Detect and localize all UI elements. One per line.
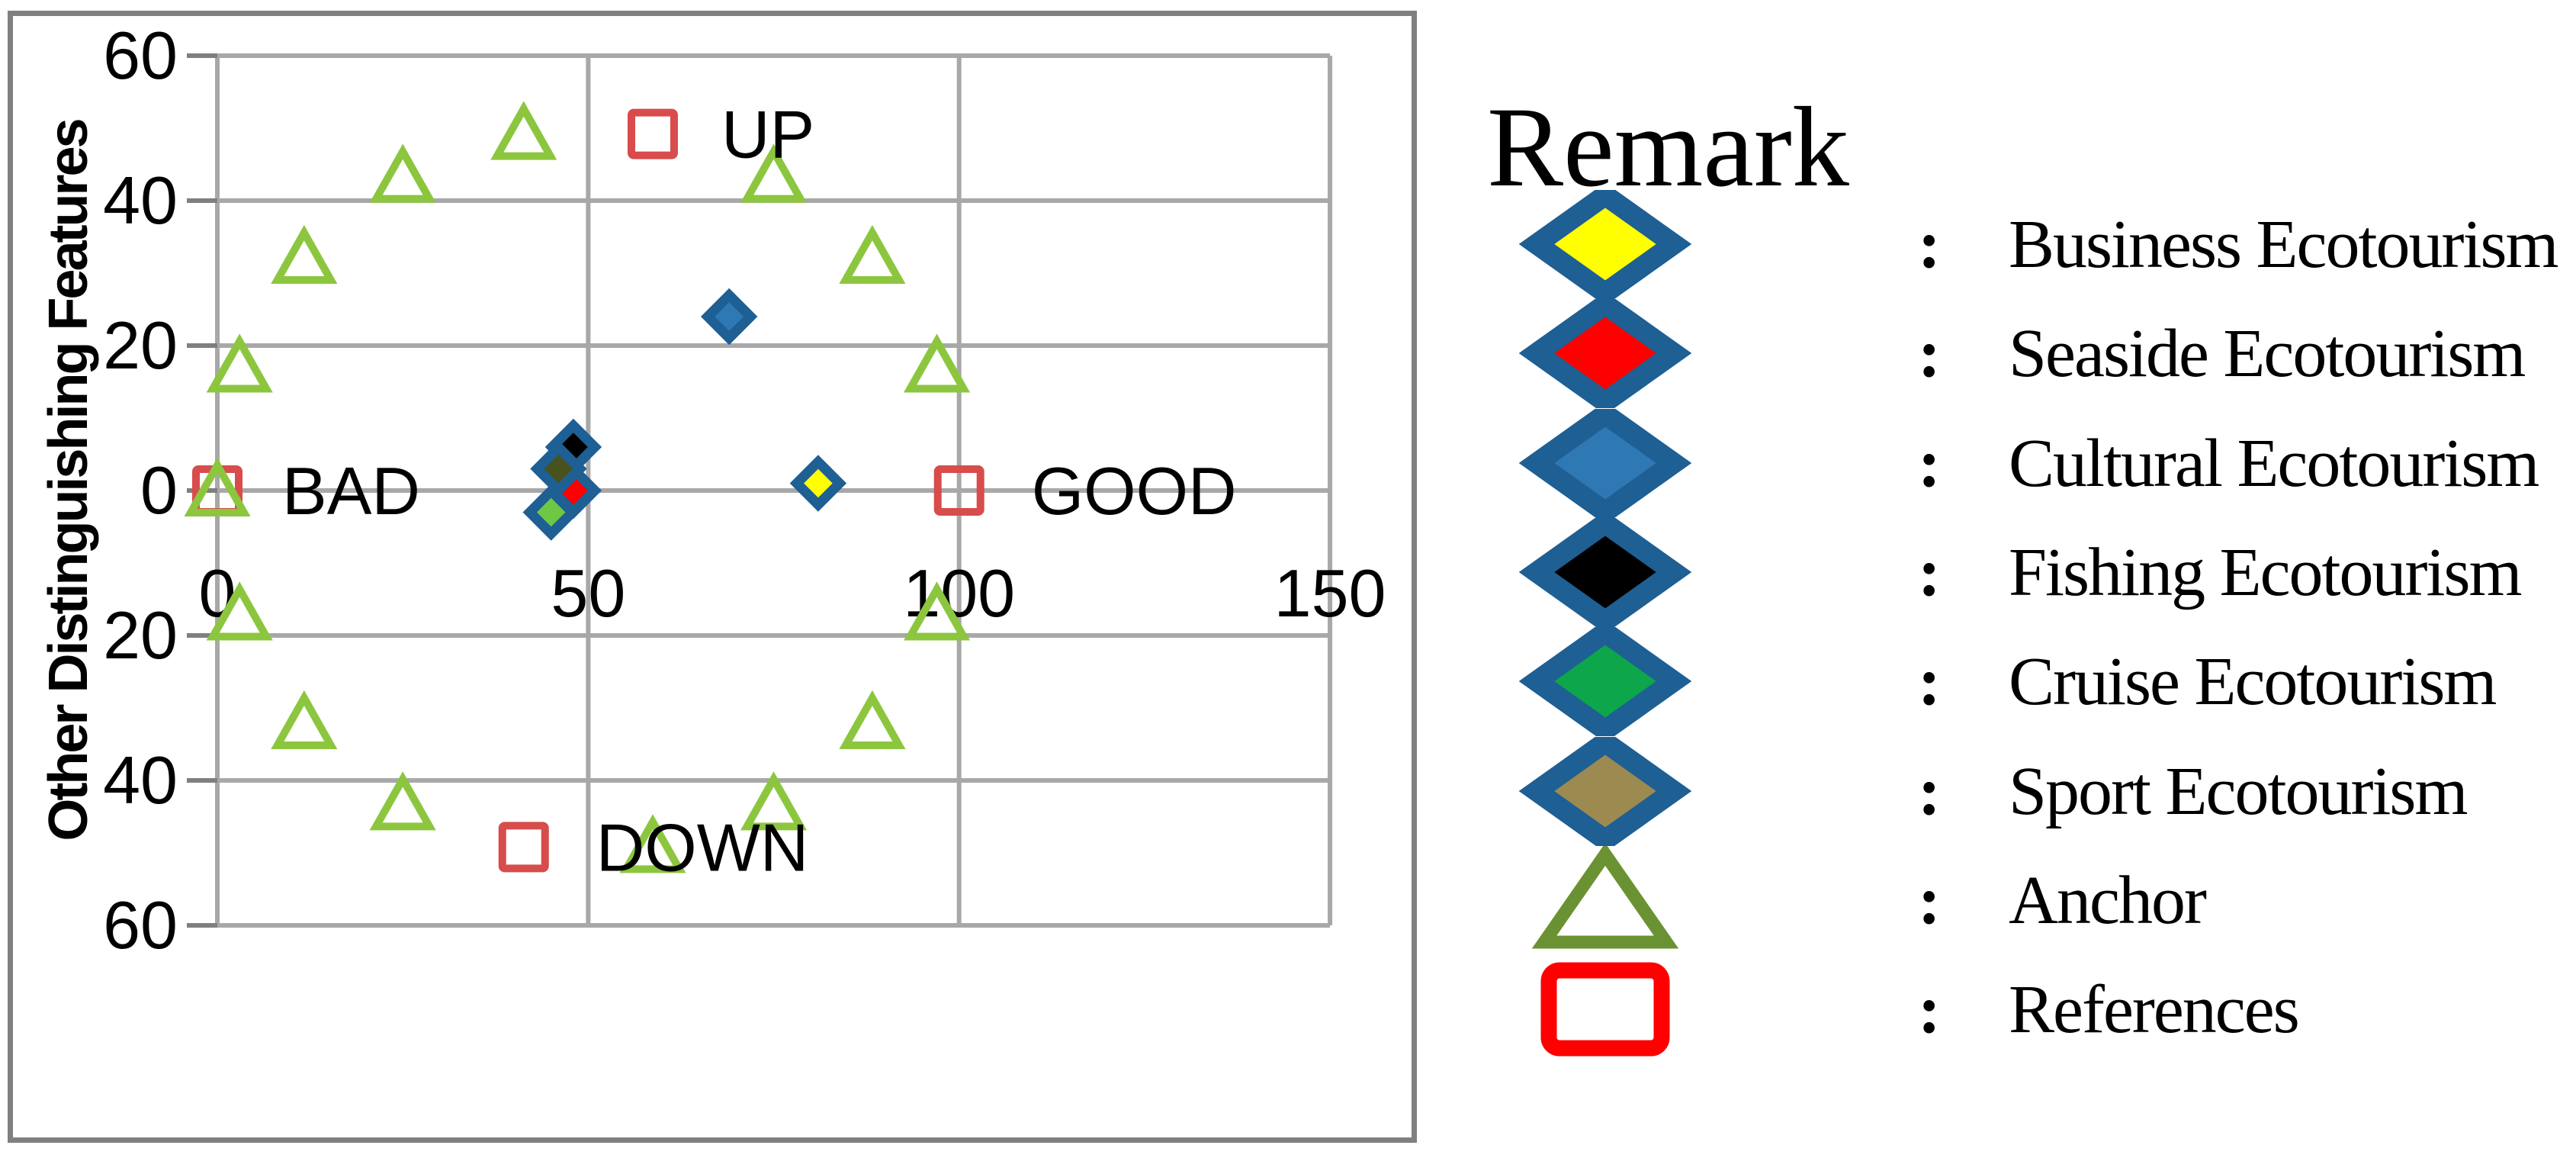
anchor-triangle-marker [903,333,971,393]
legend-separator: : [1918,425,1941,501]
legend-title: Remark [1487,84,1849,211]
anchor-triangle-marker [271,690,338,749]
anchor-triangle-marker [740,143,808,203]
reference-label: DOWN [596,809,809,885]
legend-marker-box [1487,619,1731,743]
reference-label: GOOD [1032,453,1237,529]
legend-row: : Business Ecotourism [1487,182,2570,306]
legend-label: References [2009,972,2300,1048]
anchor-triangle-marker [740,771,808,831]
legend-marker-box [1487,291,1731,415]
legend-diamond-icon [1518,729,1692,853]
anchor-triangle-marker [490,101,557,160]
y-tick-label: 0 [140,452,178,528]
legend-separator: : [1918,207,1941,282]
legend-label: Sport Ecotourism [2009,753,2468,829]
anchor-legend-icon [1531,842,1679,949]
business-ecotourism-legend-icon [1518,182,1692,306]
reference-square-marker [627,108,678,159]
legend-row: : Seaside Ecotourism [1487,291,2570,415]
legend-separator: : [1918,644,1941,720]
y-tick-label: 20 [103,307,178,383]
legend-row: : Cruise Ecotourism [1487,619,2570,743]
legend-marker-box [1487,182,1731,306]
legend-label: Anchor [2009,862,2207,938]
legend-square-icon [1540,962,1670,1057]
legend-diamond-icon [1518,619,1692,743]
seaside-ecotourism-legend-icon [1518,291,1692,415]
legend-marker-box [1487,510,1731,634]
reference-square-marker [498,822,549,873]
anchor-triangle-marker [369,771,436,831]
x-tick-label: 0 [199,555,236,631]
legend-row: : Fishing Ecotourism [1487,510,2570,634]
fishing-ecotourism-legend-icon [1518,510,1692,634]
cruise-ecotourism-legend-icon [1518,619,1692,743]
reference-square-marker [933,465,984,516]
legend-row: : Sport Ecotourism [1487,729,2570,853]
anchor-triangle-marker [839,224,906,285]
diamond-marker [530,440,587,497]
legend-separator: : [1918,316,1941,392]
anchor-triangle-marker [206,333,273,393]
legend-separator: : [1918,753,1941,829]
anchor-triangle-marker [206,581,273,641]
legend-diamond-icon [1518,291,1692,415]
diamond-marker [522,484,580,541]
anchor-triangle-marker [271,224,338,285]
legend-separator: : [1918,972,1941,1048]
legend-label: Cultural Ecotourism [2009,425,2539,501]
legend-diamond-icon [1518,182,1692,306]
y-tick-label: 60 [103,18,178,93]
anchor-triangle-marker [369,143,436,203]
reference-label: BAD [282,453,420,529]
y-axis-title: Other Distinguishing Features [38,120,99,841]
y-tick-label: 20 [103,597,178,673]
y-tick-label: 60 [103,887,178,963]
sport-ecotourism-legend-icon [1518,729,1692,853]
legend-label: Seaside Ecotourism [2009,316,2526,392]
legend-diamond-icon [1518,401,1692,525]
legend-marker-box [1487,401,1731,525]
x-tick-label: 50 [551,555,625,631]
anchor-triangle-marker [903,581,971,641]
legend-row: : References [1487,955,2570,1064]
x-tick-label: 150 [1274,555,1386,631]
y-tick-label: 40 [103,162,178,238]
anchor-triangle-marker [619,814,686,873]
legend: Remark : Business Ecotourism: Seaside Ecot… [1487,0,2570,1171]
cultural-ecotourism-legend-icon [1518,401,1692,525]
reference-label: UP [721,97,814,172]
references-legend-icon [1540,962,1670,1057]
legend-marker-box [1487,955,1731,1064]
legend-triangle-icon [1531,842,1679,949]
anchor-triangle-marker [839,690,906,749]
diamond-marker [789,455,847,512]
y-tick-label: 40 [103,742,178,818]
legend-diamond-icon [1518,510,1692,634]
legend-separator: : [1918,534,1941,610]
diamond-marker [700,288,758,346]
legend-label: Fishing Ecotourism [2009,534,2523,610]
legend-label: Business Ecotourism [2009,207,2558,282]
legend-row: : Cultural Ecotourism [1487,401,2570,525]
legend-marker-box [1487,729,1731,853]
legend-marker-box [1487,842,1731,955]
legend-label: Cruise Ecotourism [2009,644,2497,720]
legend-separator: : [1918,862,1941,938]
anchor-triangle-marker [184,457,251,516]
legend-row: : Anchor [1487,842,2570,955]
